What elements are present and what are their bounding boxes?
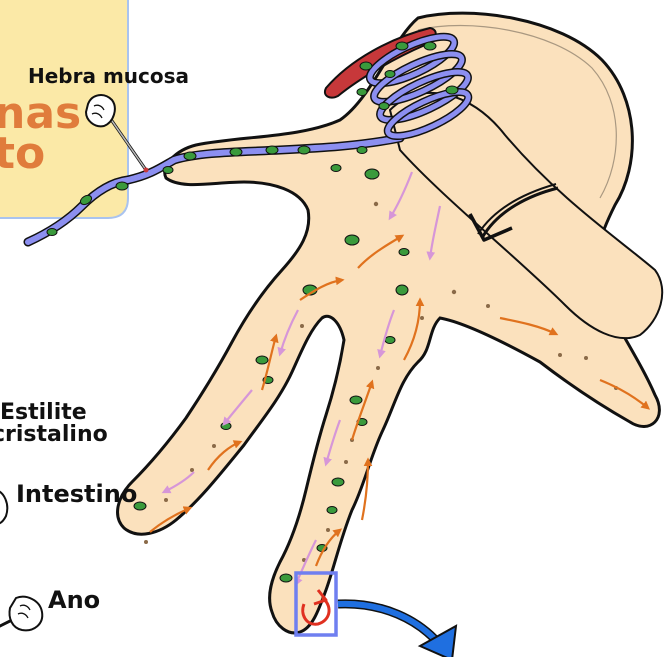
mucous-strand-label: Hebra mucosa	[28, 66, 189, 86]
hand-with-probe-icon-anus	[0, 597, 42, 631]
crystalline-style-label-line-2: cristalino	[0, 424, 108, 446]
anus-label: Ano	[48, 588, 100, 612]
hand-icon-intestine	[0, 490, 7, 524]
callout-arrow	[338, 604, 456, 657]
intestine-label: Intestino	[16, 482, 137, 506]
crystalline-style-label-line-1: Estilite	[0, 402, 87, 424]
partial-heading-line-2: to	[0, 132, 45, 176]
